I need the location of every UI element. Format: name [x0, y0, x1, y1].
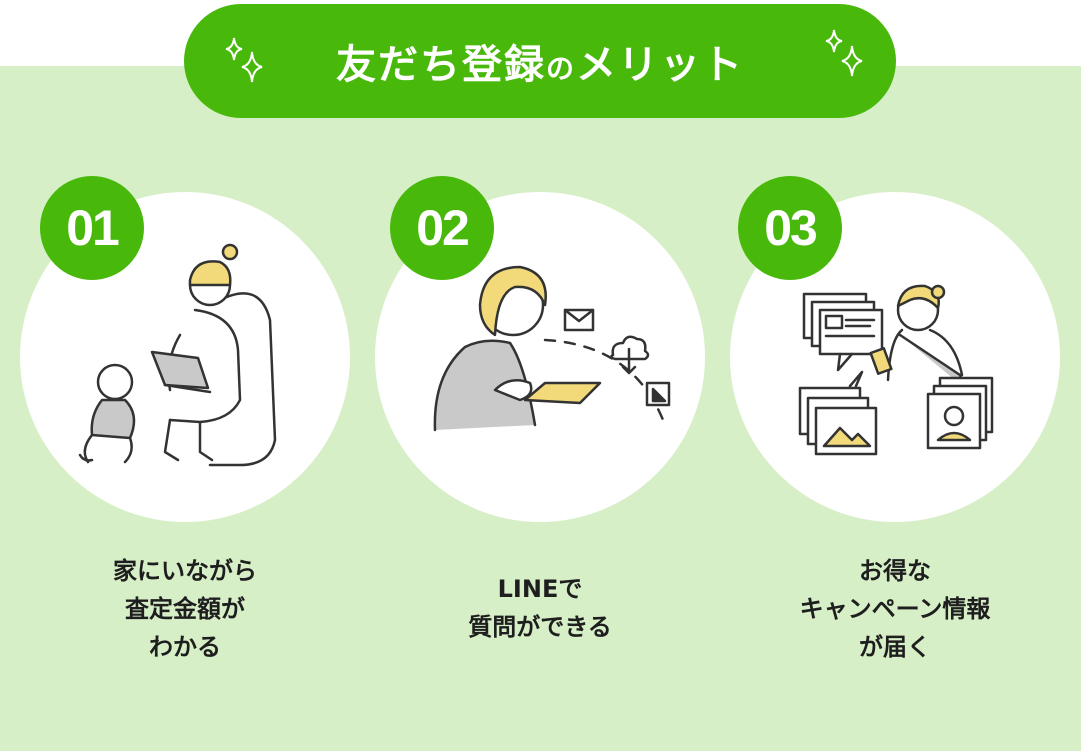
woman-tablet-illustration — [433, 265, 671, 432]
page-title: 友だち登録のメリット — [335, 42, 744, 88]
title-banner: 友だち登録のメリット — [184, 4, 896, 118]
merit-number-2: 02 — [390, 176, 494, 280]
merit-caption-2: LINEで 質問ができる — [468, 575, 612, 641]
mother-laptop-baby-illustration — [78, 243, 277, 467]
woman-phone-messages-illustration — [798, 284, 994, 456]
sparkle-icon-right — [825, 29, 863, 77]
merit-number-1: 01 — [40, 176, 144, 280]
merit-number-3: 03 — [738, 176, 842, 280]
merit-caption-1: 家にいながら 査定金額が わかる — [113, 557, 257, 661]
merit-caption-3: お得な キャンペーン情報 が届く — [799, 557, 991, 661]
sparkle-icon-left — [225, 37, 263, 83]
